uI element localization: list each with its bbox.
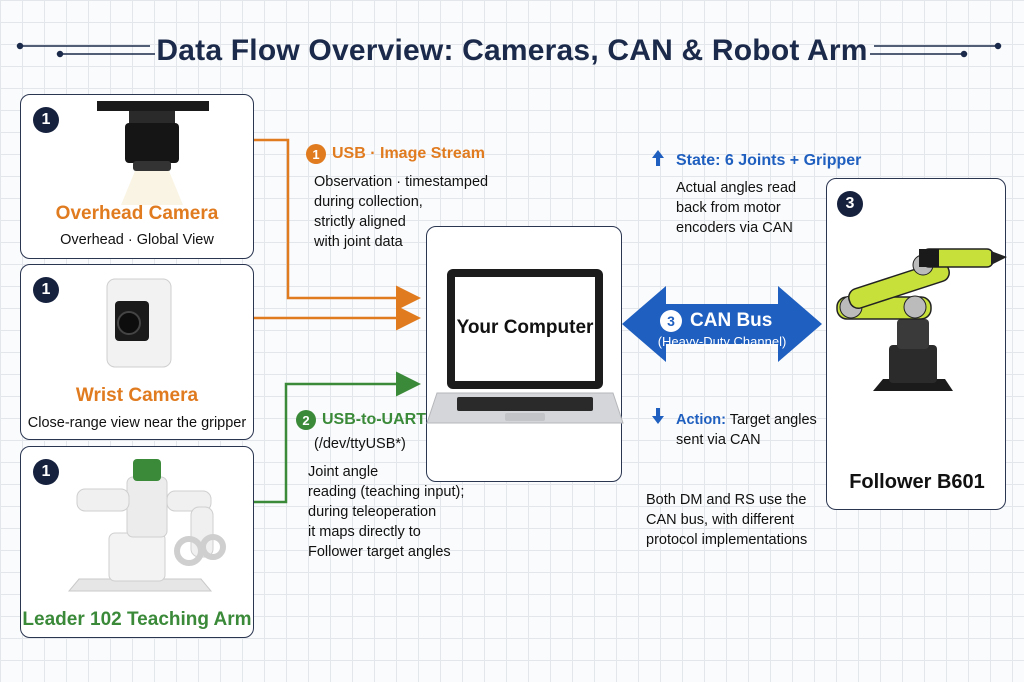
computer-label: Your Computer xyxy=(456,317,594,338)
usb-stream-num: 1 xyxy=(306,144,326,164)
step-badge: 3 xyxy=(837,191,863,217)
note-line: with joint data xyxy=(314,234,403,250)
overhead-camera-label: Overhead Camera xyxy=(55,203,219,224)
protocol-note: Both DM and RS use the CAN bus, with dif… xyxy=(646,490,807,550)
note-line: during collection, xyxy=(314,194,423,210)
can-bus-num: 3 xyxy=(660,310,682,332)
wrist-camera-label: Wrist Camera xyxy=(75,385,199,406)
usb-uart-heading-text: USB-to-UART xyxy=(322,411,426,428)
can-bus-sub: (Heavy-Duty Channel) xyxy=(657,334,787,349)
action-text: Target angles xyxy=(729,412,817,428)
note-line: sent via CAN xyxy=(676,432,761,448)
usb-stream-heading: 1 USB · Image Stream xyxy=(306,144,485,164)
can-bus-label: CAN Bus xyxy=(690,310,773,331)
leader-arm-label: Leader 102 Teaching Arm xyxy=(22,609,252,630)
state-note: Actual angles read back from motor encod… xyxy=(676,178,796,238)
usb-stream-note: Observation · timestamped during collect… xyxy=(314,172,488,252)
overhead-camera-arrow xyxy=(254,138,421,311)
step-badge: 1 xyxy=(33,277,59,303)
follower-label: Follower B601 xyxy=(849,471,985,493)
action-down-arrow-icon xyxy=(652,408,664,424)
note-line: protocol implementations xyxy=(646,532,808,548)
note-line: Observation · timestamped xyxy=(314,174,489,190)
overhead-camera-icon xyxy=(97,101,209,205)
note-line: reading (teaching input); xyxy=(308,484,465,500)
usb-stream-heading-text: USB · Image Stream xyxy=(332,145,485,162)
note-line: Both DM and RS use the xyxy=(646,492,807,508)
usb-uart-note: Joint angle reading (teaching input); du… xyxy=(308,462,464,562)
can-bus-arrow xyxy=(622,286,822,362)
usb-uart-num: 2 xyxy=(296,410,316,430)
computer-card[interactable]: Your Computer xyxy=(426,226,624,482)
usb-uart-device: (/dev/ttyUSB*) xyxy=(314,436,406,452)
state-up-arrow-icon xyxy=(652,150,664,166)
note-line: strictly aligned xyxy=(314,214,406,230)
follower-card[interactable]: 3 Follower B601 xyxy=(826,178,1007,510)
action-note: Action: Target angles sent via CAN xyxy=(676,410,817,450)
note-line: CAN bus, with different xyxy=(646,512,795,528)
state-heading: State: 6 Joints + Gripper xyxy=(676,152,862,169)
page-title: Data Flow Overview: Cameras, CAN & Robot… xyxy=(156,34,868,67)
note-line: back from motor xyxy=(676,200,781,216)
step-badge: 1 xyxy=(33,107,59,133)
leader-arm-icon xyxy=(67,459,226,592)
leader-arm-card[interactable]: 1 Leader 102 Teaching Arm xyxy=(20,446,254,638)
note-line: encoders via CAN xyxy=(676,220,793,236)
note-line: Actual angles read xyxy=(676,180,797,196)
note-line: Joint angle xyxy=(308,464,379,480)
wrist-camera-icon xyxy=(106,278,172,368)
wrist-camera-sub: Close-range view near the gripper xyxy=(27,415,247,431)
leader-arm-arrow xyxy=(254,371,421,504)
overhead-camera-sub: Overhead · Global View xyxy=(60,232,214,248)
can-bus-title: 3 CAN Bus xyxy=(660,310,772,332)
note-line: during teleoperation xyxy=(308,504,437,520)
usb-uart-heading: 2 USB-to-UART xyxy=(296,410,426,430)
note-line: Follower target angles xyxy=(308,544,451,560)
action-heading: Action: xyxy=(676,412,726,428)
follower-arm-icon xyxy=(836,248,1007,391)
laptop-icon xyxy=(426,269,624,424)
overhead-camera-card[interactable]: 1 Overhead Camera Overhead · Global View xyxy=(20,94,254,259)
step-badge: 1 xyxy=(33,459,59,485)
wrist-camera-card[interactable]: 1 Wrist Camera Close-range view near the… xyxy=(20,264,254,440)
note-line: it maps directly to xyxy=(308,524,421,540)
